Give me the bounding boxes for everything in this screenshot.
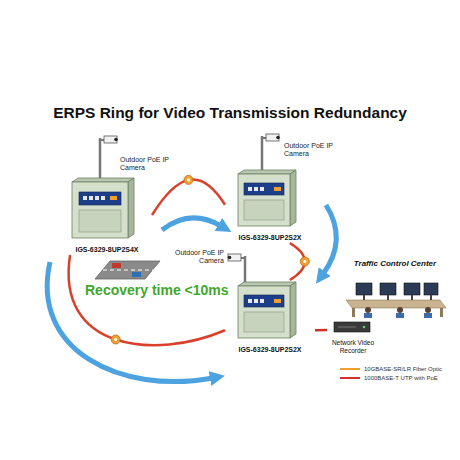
ip-camera: [104, 136, 117, 143]
legend-line: [340, 377, 360, 379]
pole: [99, 138, 102, 180]
camera-lens: [114, 138, 118, 142]
cabinet-shelf: [79, 210, 121, 232]
road: [95, 261, 160, 279]
node-label: Network Video Recorder: [329, 339, 377, 355]
fiber-joint: [300, 257, 309, 266]
monitor: [424, 283, 438, 295]
nvr-device: [334, 322, 370, 332]
fiber-joint-core: [114, 338, 117, 341]
port: [260, 187, 264, 191]
switch-cabinet: IGS-6329-8UP2S4X: [62, 175, 152, 255]
port: [101, 196, 105, 200]
ip-camera: [228, 254, 241, 261]
desk-leg: [440, 308, 443, 317]
port: [260, 299, 264, 303]
monitor-stand: [411, 295, 413, 300]
monitor-stand: [363, 295, 365, 300]
operator: [365, 307, 371, 313]
ring-arrow: [47, 262, 213, 382]
port: [89, 196, 93, 200]
legend-text: 10GBASE-SR/LR Fiber Optic: [364, 366, 442, 372]
ring-link: [315, 329, 327, 332]
switch: [244, 295, 284, 307]
car: [132, 272, 141, 277]
cabinet-shelf: [244, 312, 284, 332]
fiber-joint-core: [187, 178, 190, 181]
car: [112, 263, 121, 268]
port: [95, 196, 99, 200]
monitor: [404, 283, 420, 295]
fiber-joint-core: [303, 260, 306, 263]
monitor: [380, 283, 396, 295]
ring-arrow: [162, 218, 221, 230]
camera-lens: [276, 136, 280, 140]
cabinet: [238, 174, 290, 226]
legend-row: 10GBASE-SR/LR Fiber Optic: [340, 364, 442, 373]
fiber-joint: [184, 175, 193, 184]
node-label: IGS-6329-8UP2S2X: [238, 234, 301, 242]
camera-lens: [228, 256, 232, 260]
camera-label: Outdoor PoE IP Camera: [120, 156, 174, 173]
fiber-joint: [111, 335, 120, 344]
operator: [397, 307, 403, 313]
port: [248, 299, 252, 303]
cabinet: [238, 286, 290, 338]
operator: [424, 313, 432, 318]
recovery-note: Recovery time <10ms: [85, 282, 235, 299]
road-marking: [103, 270, 153, 271]
operator: [425, 307, 431, 313]
camera-label: Outdoor PoE IP Camera: [170, 249, 224, 266]
cabinet-side: [290, 282, 296, 338]
monitor: [356, 283, 372, 295]
ip-camera: [266, 134, 279, 141]
operator: [364, 313, 372, 318]
sfp-port: [110, 196, 117, 200]
ring-link: [69, 255, 225, 345]
switch: [79, 192, 121, 205]
port: [83, 196, 87, 200]
desk-leg: [352, 308, 355, 317]
switch-cabinet: IGS-6329-8UP2S2X: [225, 280, 315, 355]
camera-label: Outdoor PoE IP Camera: [284, 142, 339, 159]
cabinet-shelf: [244, 200, 284, 220]
legend-line: [340, 368, 360, 370]
operator: [396, 313, 404, 318]
nvr-node: Network Video Recorder: [327, 320, 379, 356]
legend-text: 1000BASE-T UTP with PoE: [364, 375, 438, 381]
ring-arrow: [323, 205, 336, 274]
cabinet-top: [238, 282, 296, 286]
cabinet-side: [290, 170, 296, 226]
desk: [346, 300, 446, 308]
nvr-led: [363, 326, 366, 329]
port: [254, 187, 258, 191]
pole: [244, 256, 247, 286]
cabinet-side: [128, 178, 134, 238]
pole: [261, 136, 264, 174]
legend: 10GBASE-SR/LR Fiber Optic 1000BASE-T UTP …: [340, 364, 442, 382]
node-label: IGS-6329-8UP2S4X: [75, 246, 138, 254]
control-center: Traffic Control Center: [340, 258, 450, 320]
sfp-port: [274, 187, 281, 191]
port: [254, 299, 258, 303]
sfp-port: [274, 299, 281, 303]
switch: [244, 183, 284, 195]
diagram-title: ERPS Ring for Video Transmission Redunda…: [0, 104, 460, 122]
node-label: Traffic Control Center: [354, 259, 436, 269]
cabinet-top: [72, 178, 134, 182]
monitor-stand: [387, 295, 389, 300]
node-label: IGS-6329-8UP2S2X: [238, 346, 301, 354]
switch-cabinet: IGS-6329-8UP2S2X: [225, 168, 315, 243]
nvr-slot: [338, 327, 356, 328]
cabinet: [72, 182, 128, 238]
port: [248, 187, 252, 191]
monitor-stand: [430, 295, 432, 300]
cabinet-top: [238, 170, 296, 174]
legend-row: 1000BASE-T UTP with PoE: [340, 373, 442, 382]
